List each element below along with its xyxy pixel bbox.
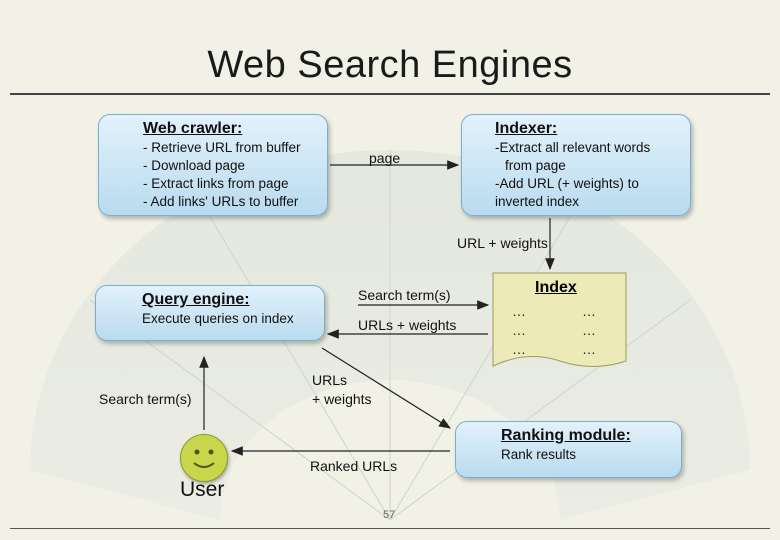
urls-weights-label: URLs + weights — [358, 317, 457, 333]
to-ranking-arrow — [321, 347, 452, 429]
index-title: Index — [535, 279, 577, 296]
ranking-module-line: Rank results — [501, 447, 577, 462]
web-crawler-line: - Extract links from page — [143, 176, 289, 191]
indexer-line: from page — [505, 158, 566, 173]
index-entry: … — [512, 341, 526, 357]
weights-label: + weights — [312, 391, 372, 407]
url-weights-label: URL + weights — [457, 235, 548, 251]
title-divider — [10, 93, 770, 95]
page-number: 57 — [383, 509, 396, 521]
ranking-module-heading: Ranking module: — [501, 427, 631, 444]
query-engine-heading: Query engine: — [142, 291, 250, 308]
web-crawler-line: - Retrieve URL from buffer — [143, 140, 301, 155]
indexer-line: inverted index — [495, 194, 580, 209]
query-engine-box: Query engine: Execute queries on index — [95, 285, 325, 341]
indexer-heading: Indexer: — [495, 120, 558, 137]
web-crawler-box: Web crawler: - Retrieve URL from buffer … — [98, 114, 328, 216]
query-engine-line: Execute queries on index — [142, 311, 294, 326]
index-entry: … — [582, 322, 596, 338]
search-terms-label: Search term(s) — [358, 287, 451, 303]
index-entry: … — [582, 341, 596, 357]
web-crawler-line: - Download page — [143, 158, 246, 173]
index-entry: … — [582, 303, 596, 319]
footer-divider — [10, 528, 770, 529]
user-search-terms-label: Search term(s) — [99, 391, 192, 407]
ranking-module-box: Ranking module: Rank results — [455, 421, 682, 478]
indexer-box: Indexer: -Extract all relevant words fro… — [461, 114, 691, 216]
index-document-shape — [492, 272, 627, 367]
index-entry: … — [512, 303, 526, 319]
index-entry: … — [512, 322, 526, 338]
web-crawler-heading: Web crawler: — [143, 120, 243, 137]
urls-label: URLs — [312, 372, 348, 388]
user-label: User — [180, 478, 225, 501]
page-title: Web Search Engines — [207, 44, 573, 86]
ranked-urls-label: Ranked URLs — [310, 458, 398, 474]
smiley-face-icon — [180, 434, 228, 482]
page-label: page — [369, 150, 401, 166]
web-crawler-line: - Add links' URLs to buffer — [143, 194, 299, 209]
indexer-line: -Add URL (+ weights) to — [495, 176, 639, 191]
indexer-line: -Extract all relevant words — [495, 140, 651, 155]
